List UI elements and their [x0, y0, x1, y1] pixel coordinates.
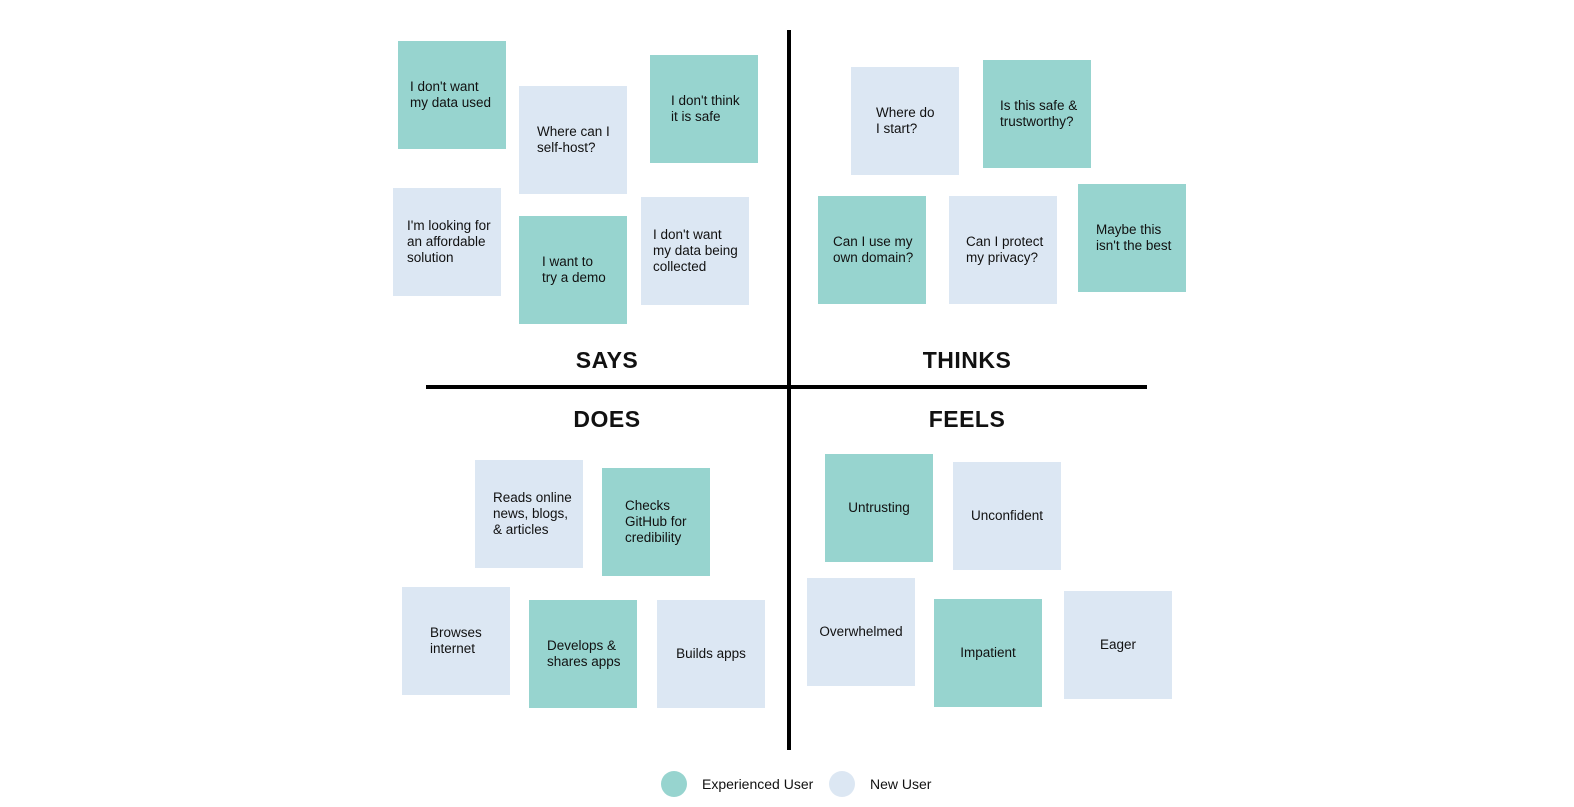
- sticky-note: I don't want my data being collected: [641, 197, 749, 305]
- sticky-note-text: I'm looking for an affordable solution: [407, 218, 491, 265]
- sticky-note-text: Untrusting: [848, 500, 910, 515]
- quadrant-label-says: SAYS: [575, 347, 639, 373]
- sticky-note: I don't want my data used: [398, 41, 506, 149]
- sticky-note-text: Eager: [1099, 637, 1137, 652]
- sticky-note: Checks GitHub for credibility: [602, 468, 710, 576]
- sticky-note: Can I protect my privacy?: [949, 196, 1057, 304]
- sticky-note: I want to try a demo: [519, 216, 627, 324]
- sticky-note-text: I don't think it is safe: [671, 93, 740, 124]
- sticky-note-text: I don't want my data being collected: [653, 227, 738, 274]
- sticky-note-text: Checks GitHub for credibility: [625, 498, 687, 545]
- sticky-note: Overwhelmed: [807, 578, 915, 686]
- sticky-note: I don't think it is safe: [650, 55, 758, 163]
- sticky-note: Maybe this isn't the best: [1078, 184, 1186, 292]
- sticky-note-text: I want to try a demo: [542, 254, 606, 285]
- sticky-note: Is this safe & trustworthy?: [983, 60, 1091, 168]
- sticky-note: Develops & shares apps: [529, 600, 637, 708]
- sticky-note: Can I use my own domain?: [818, 196, 926, 304]
- sticky-note-text: Can I protect my privacy?: [966, 234, 1044, 265]
- sticky-note: Impatient: [934, 599, 1042, 707]
- sticky-note: Reads online news, blogs, & articles: [475, 460, 583, 568]
- sticky-note-text: Is this safe & trustworthy?: [1000, 98, 1078, 129]
- sticky-note-text: Where can I self-host?: [537, 124, 610, 155]
- legend-new-label: New User: [870, 776, 932, 792]
- legend-new-swatch: [829, 771, 855, 797]
- sticky-note-text: I don't want my data used: [410, 79, 492, 110]
- quadrant-label-does: DOES: [573, 406, 641, 432]
- vertical-divider: [787, 30, 791, 750]
- sticky-note: I'm looking for an affordable solution: [393, 188, 501, 296]
- sticky-note: Builds apps: [657, 600, 765, 708]
- sticky-note-text: Reads online news, blogs, & articles: [493, 490, 572, 537]
- sticky-note-text: Overwhelmed: [819, 624, 903, 639]
- sticky-note-text: Develops & shares apps: [547, 638, 621, 669]
- sticky-note: Browses internet: [402, 587, 510, 695]
- legend-experienced-label: Experienced User: [702, 776, 814, 792]
- sticky-note-text: Builds apps: [676, 646, 746, 661]
- sticky-note-text: Can I use my own domain?: [833, 234, 914, 265]
- sticky-note-text: Maybe this isn't the best: [1096, 222, 1172, 253]
- sticky-note: Unconfident: [953, 462, 1061, 570]
- sticky-note: Where do I start?: [851, 67, 959, 175]
- sticky-note-text: Unconfident: [970, 508, 1044, 523]
- sticky-note-text: Where do I start?: [876, 105, 935, 136]
- legend-experienced-swatch: [661, 771, 687, 797]
- sticky-note-text: Impatient: [960, 645, 1016, 660]
- sticky-note: Eager: [1064, 591, 1172, 699]
- sticky-note: Untrusting: [825, 454, 933, 562]
- horizontal-divider: [426, 385, 1147, 389]
- sticky-note: Where can I self-host?: [519, 86, 627, 194]
- quadrant-label-thinks: THINKS: [922, 347, 1012, 373]
- quadrant-label-feels: FEELS: [928, 406, 1006, 432]
- sticky-note-text: Browses internet: [430, 625, 482, 656]
